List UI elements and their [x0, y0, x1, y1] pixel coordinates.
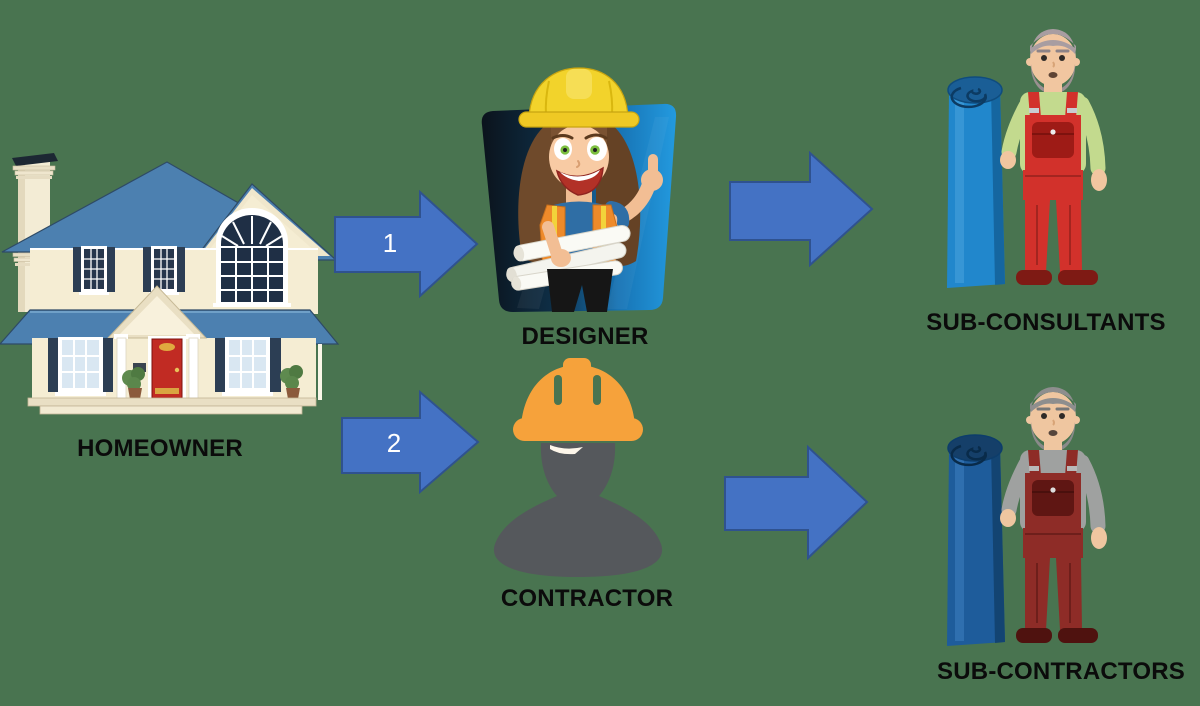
- contractor-hard-hat: [513, 358, 643, 441]
- sub-contractors-illustration: [947, 387, 1107, 646]
- arrow-2-label: 2: [386, 428, 402, 458]
- red-overalls: [1023, 92, 1083, 272]
- second-floor-window-left: [73, 246, 115, 295]
- designer-illustration: [481, 67, 677, 312]
- potted-plant-left: [122, 367, 145, 399]
- arrow-contractor-to-sub-contractors: [724, 444, 869, 561]
- sub-consultants-illustration: [947, 29, 1107, 288]
- potted-plant-right: [280, 365, 303, 399]
- arrow-designer-to-sub-consultants: [729, 150, 874, 268]
- arrow-1: [334, 189, 479, 299]
- contractor-silhouette: [493, 443, 663, 577]
- arched-gable-window: [213, 208, 291, 307]
- sub-consultant-figure: [1000, 29, 1107, 285]
- sub-contractors-label: SUB-CONTRACTORS: [937, 658, 1185, 685]
- contractor-icon: [493, 358, 663, 577]
- sub-contractor-figure: [1000, 387, 1107, 643]
- designer-figure: [506, 67, 663, 312]
- arrow-2: [341, 389, 480, 495]
- first-floor-window-right: [215, 337, 281, 396]
- arrow-1-label: 1: [382, 228, 398, 258]
- second-floor-window-center: [143, 246, 185, 295]
- homeowner-house-illustration: [0, 153, 340, 415]
- designer-label: DESIGNER: [521, 323, 649, 350]
- first-floor-window-left: [48, 337, 113, 396]
- porch-steps: [27, 397, 317, 415]
- maroon-overalls: [1023, 450, 1083, 630]
- sub-consultants-label: SUB-CONSULTANTS: [926, 309, 1166, 336]
- blueprint-roll-dark-blue: [947, 434, 1005, 646]
- designer-hard-hat: [518, 67, 640, 128]
- downspout: [318, 344, 322, 400]
- contractor-label: CONTRACTOR: [500, 585, 674, 612]
- homeowner-label: HOMEOWNER: [77, 435, 243, 462]
- blueprint-roll-blue: [947, 76, 1005, 288]
